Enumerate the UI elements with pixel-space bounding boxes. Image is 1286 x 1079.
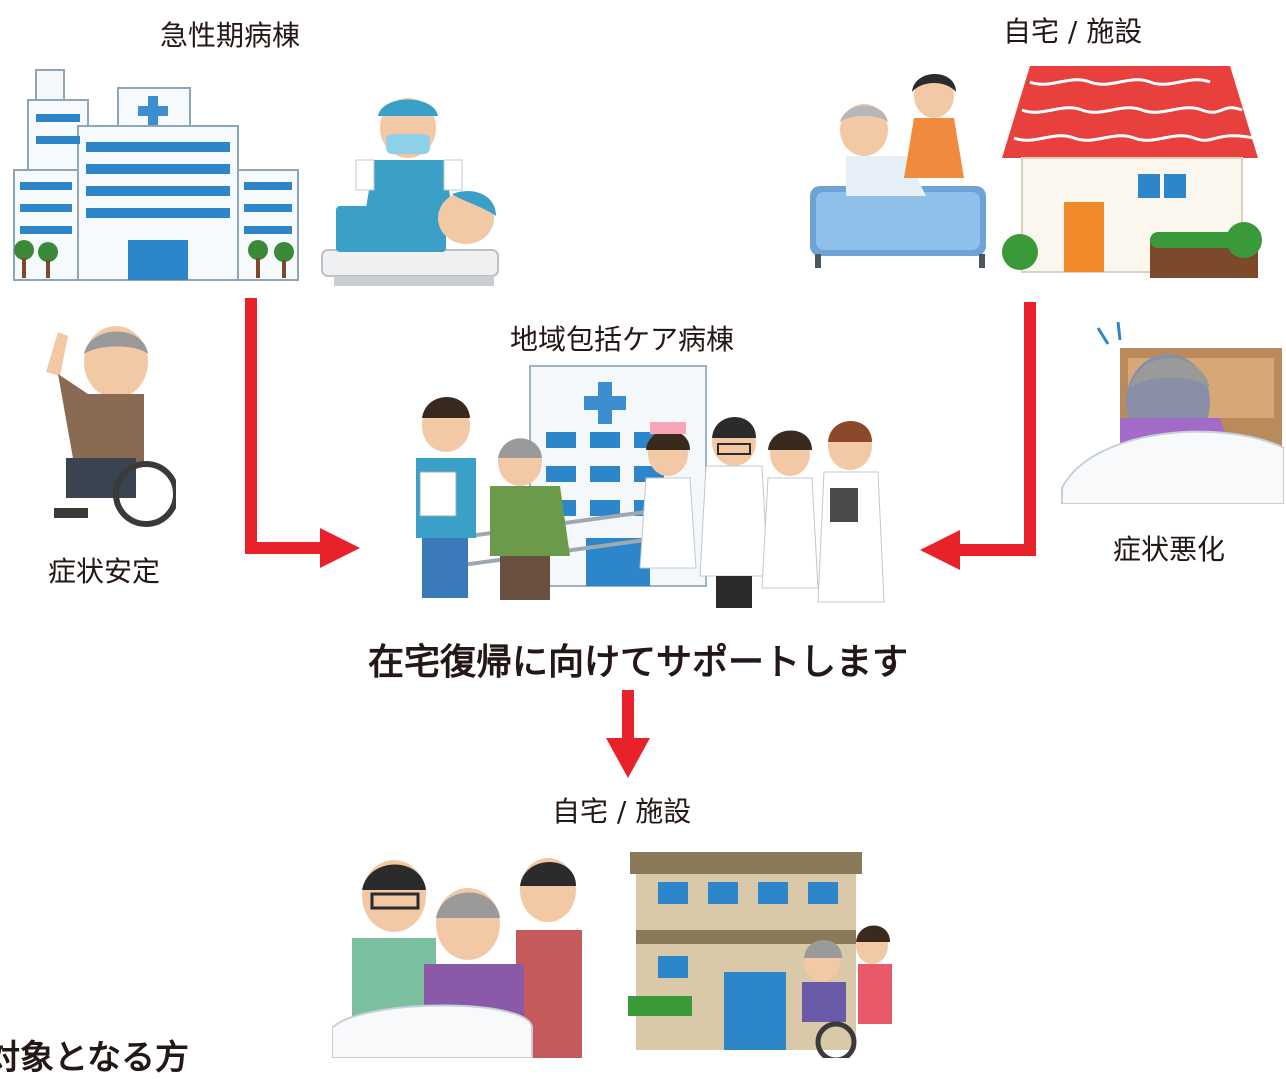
family-illustration	[332, 858, 582, 1058]
community-care-hospital-illustration	[416, 365, 885, 608]
left-arrow-head	[320, 528, 360, 568]
support-message: 在宅復帰に向けてサポートします	[368, 642, 909, 683]
wheelchair-elder-illustration	[46, 326, 176, 527]
acute-ward-label: 急性期病棟	[160, 19, 301, 52]
left-arrow-vertical	[245, 298, 257, 554]
community-care-ward-label: 地域包括ケア病棟	[510, 323, 735, 356]
down-arrow-head	[606, 738, 650, 778]
bedside-caregiver-illustration	[810, 74, 986, 268]
right-arrow-head	[920, 530, 960, 570]
home-facility-top-label: 自宅 / 施設	[1003, 15, 1143, 48]
left-arrow-horizontal	[245, 542, 323, 554]
home-facility-bottom-label: 自宅 / 施設	[552, 795, 692, 828]
right-arrow-horizontal	[956, 544, 1036, 556]
hospital-building-illustration	[13, 69, 299, 281]
surgeon-illustration	[321, 98, 499, 286]
symptom-stable-label: 症状安定	[48, 555, 161, 588]
symptom-worse-label: 症状悪化	[1113, 533, 1226, 566]
footer-heading: 対象となる方	[0, 1038, 189, 1078]
sick-elder-illustration	[1061, 321, 1284, 504]
house-illustration	[1002, 66, 1262, 278]
right-arrow-vertical	[1024, 302, 1036, 556]
care-facility-illustration	[628, 852, 892, 1058]
down-arrow-shaft	[622, 690, 634, 742]
